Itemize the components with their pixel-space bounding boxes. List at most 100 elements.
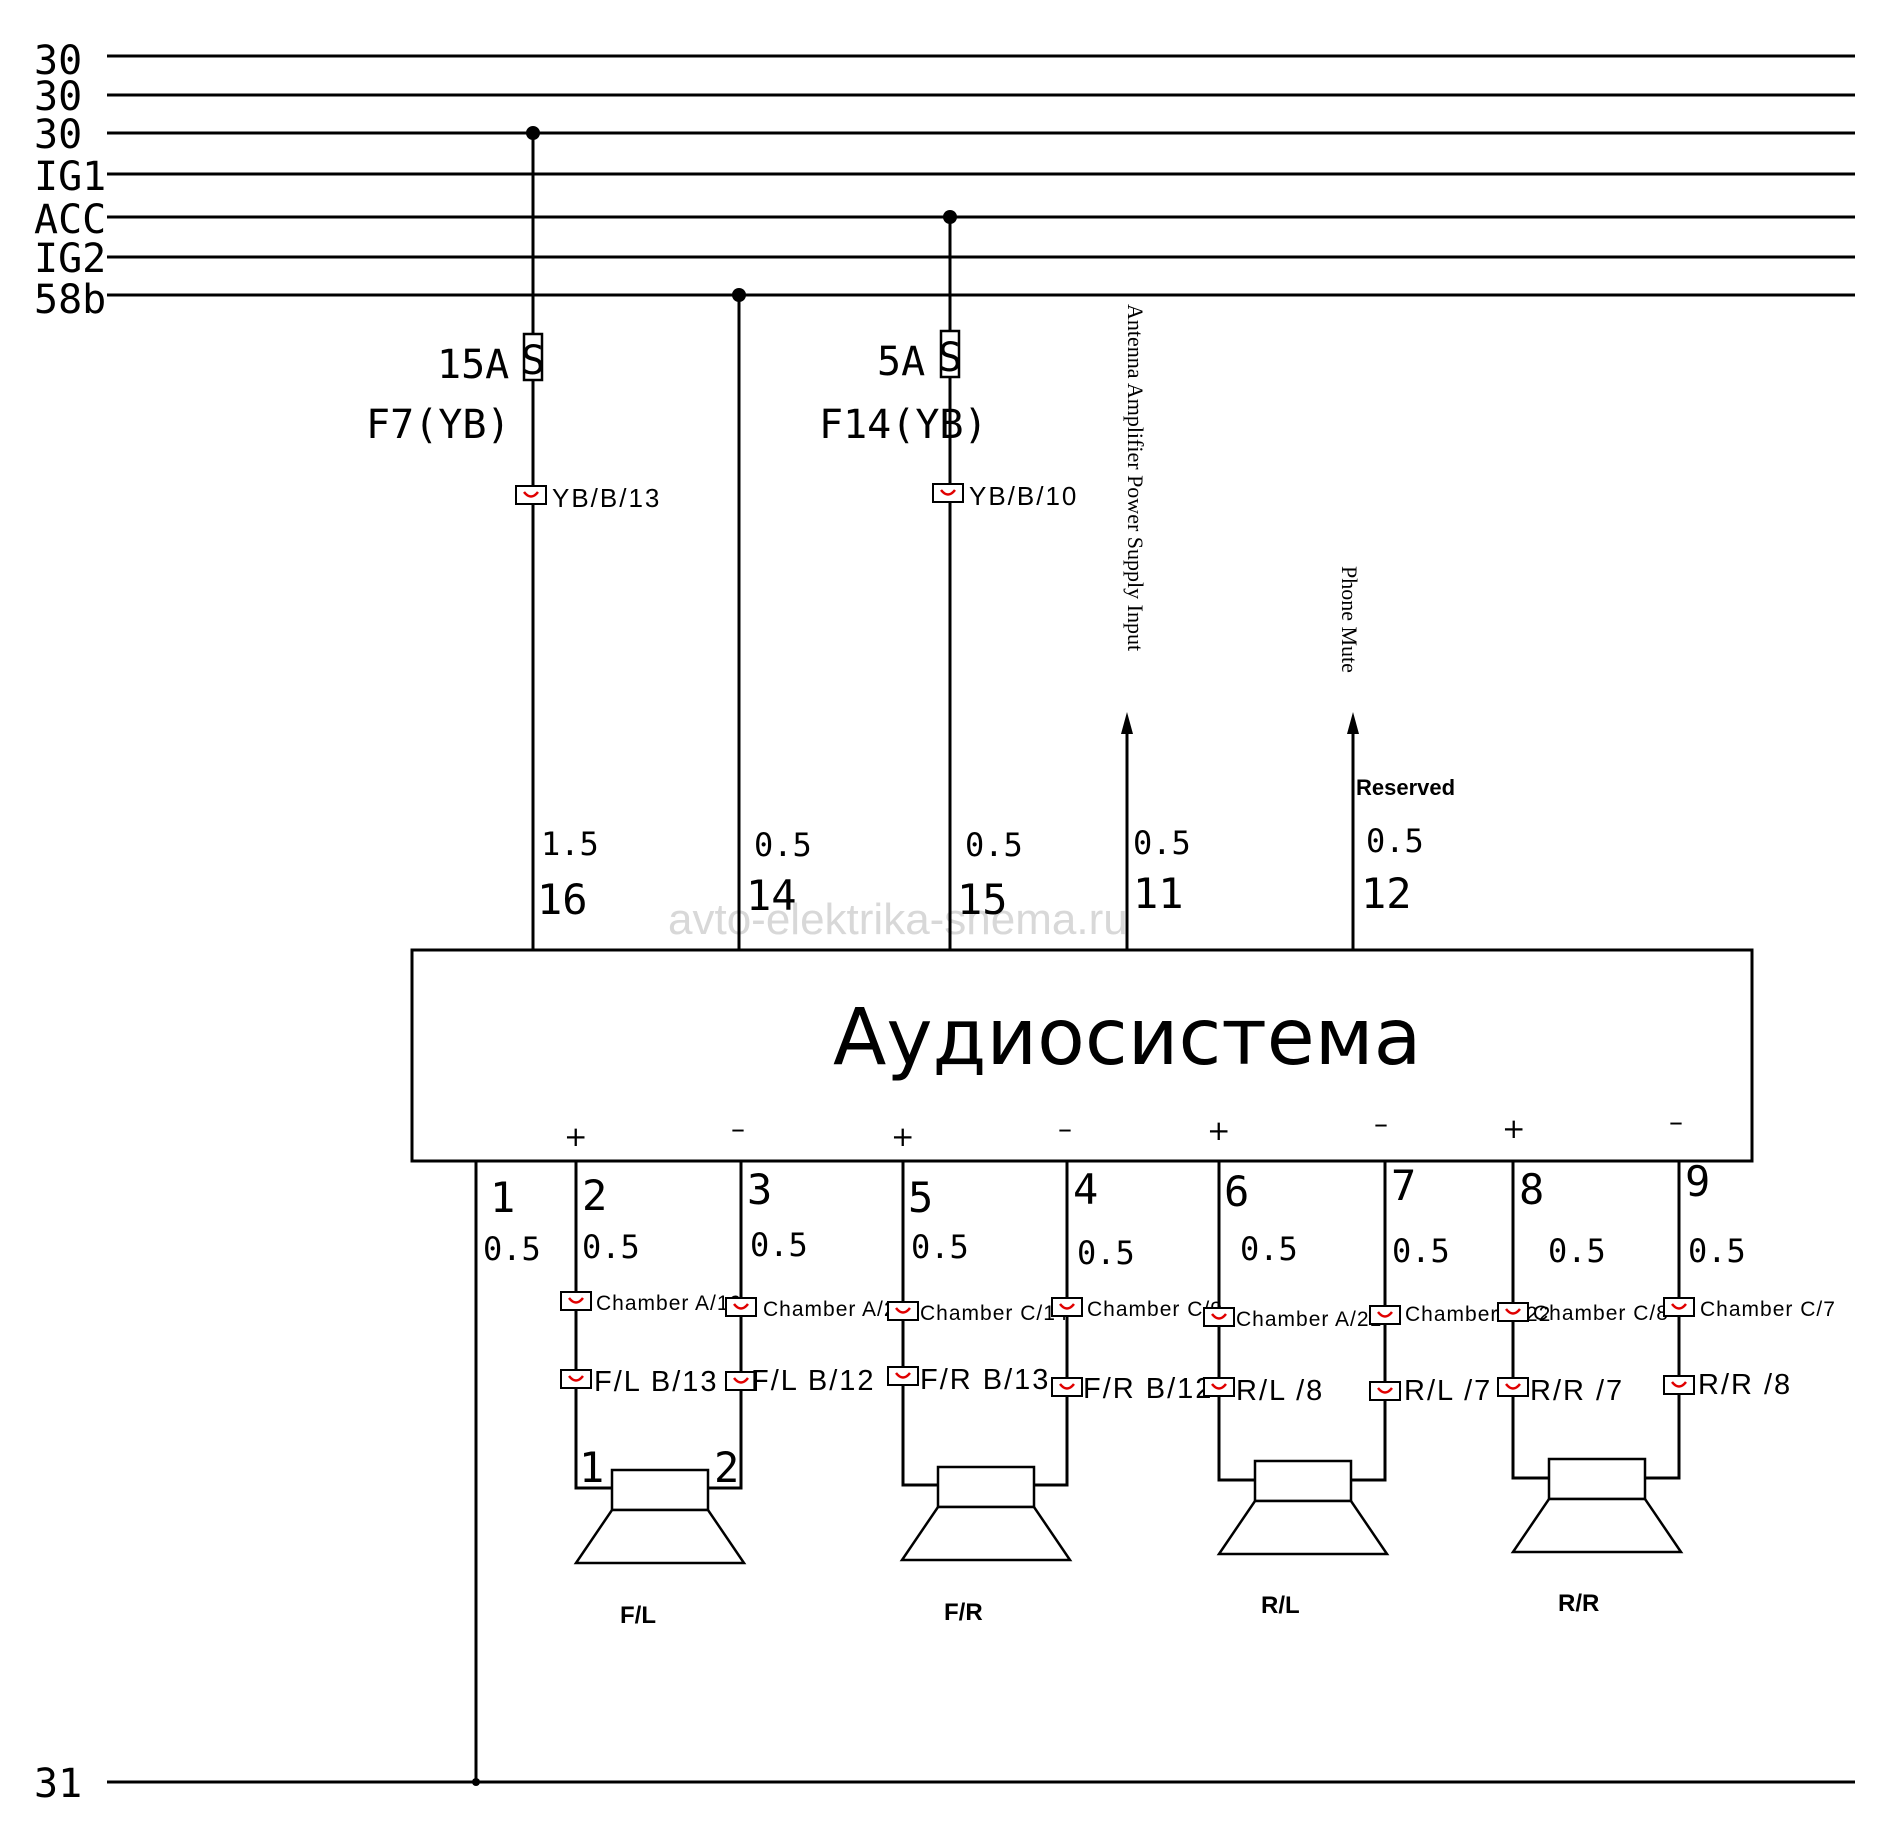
- chamber-label: Chamber C/9: [1087, 1298, 1223, 1321]
- chamber-label: Chamber C/7: [1700, 1298, 1836, 1321]
- speaker-label: F/L: [620, 1602, 656, 1629]
- connector-icon: [887, 1301, 919, 1321]
- speaker-icon: [1253, 1459, 1353, 1503]
- terminal-mark-icon: [1211, 1383, 1227, 1390]
- junction-dots: [472, 126, 957, 1786]
- wire-size-pin16: 1.5: [541, 825, 599, 863]
- connector-icon: [887, 1366, 919, 1386]
- antenna-supply-label: Antenna Amplifier Power Supply Input: [1123, 304, 1148, 651]
- bottom-pin-labels: 1 0.5 2 0.5 3 0.5 5 0.5 4 0.5 6 0.5 7 0.…: [483, 1157, 1746, 1272]
- connector-icon: [725, 1371, 757, 1391]
- connector-icon: [1663, 1375, 1695, 1395]
- pin-number-5: 5: [908, 1173, 933, 1222]
- connector-icon: [1497, 1377, 1529, 1397]
- pin-number-2: 2: [582, 1171, 607, 1220]
- pin-number-15: 15: [957, 875, 1008, 924]
- junction-dot-acc: [943, 210, 957, 224]
- speaker-label: F/R: [944, 1599, 983, 1626]
- speaker-icon: [1547, 1457, 1647, 1501]
- terminal-mark-icon: [1211, 1313, 1227, 1320]
- fuse-rating: 15A: [437, 342, 509, 388]
- bus-label-30-a: 30: [34, 38, 82, 84]
- pin-number-7: 7: [1391, 1161, 1416, 1210]
- wire-size-pin6: 0.5: [1240, 1230, 1298, 1268]
- polarity-minus-fr: –: [1058, 1112, 1072, 1145]
- top-wires: [531, 133, 1355, 950]
- terminal-mark-icon: [1059, 1303, 1075, 1310]
- speaker-icon: [936, 1465, 1036, 1509]
- pin-number-3: 3: [747, 1165, 772, 1214]
- fuse-name: F14(YB): [819, 402, 988, 448]
- speaker-rl: R/L: [1216, 1459, 1390, 1619]
- pin-number-6: 6: [1224, 1167, 1249, 1216]
- chamber-label: Chamber C/8: [1533, 1302, 1669, 1325]
- polarity-plus-fr: +: [891, 1120, 914, 1153]
- junction-dot-58b: [732, 288, 746, 302]
- pin-number-12: 12: [1361, 869, 1412, 918]
- bus-label-31: 31: [34, 1761, 82, 1807]
- wire-size-pin4: 0.5: [1077, 1234, 1135, 1272]
- terminal-mark-icon: [940, 489, 956, 496]
- speaker-cone-icon: [573, 1508, 747, 1565]
- bottom-wires: [474, 1161, 1681, 1782]
- fuse-name: F7(YB): [366, 402, 511, 448]
- polarity-minus-rl: –: [1374, 1107, 1388, 1140]
- terminal-mark-icon: [733, 1303, 749, 1310]
- terminal-mark-icon: [523, 491, 539, 498]
- arrow-up-icon: [1347, 712, 1359, 734]
- terminal-label: R/L /7: [1404, 1375, 1492, 1407]
- connector-label: YB/B/10: [969, 481, 1078, 511]
- wire-size-pin7: 0.5: [1392, 1232, 1450, 1270]
- wire-fl-loop: [574, 1161, 612, 1490]
- bus-label-30-c: 30: [34, 112, 82, 158]
- terminal-label: R/R /7: [1530, 1375, 1624, 1407]
- speaker-cone-icon: [1510, 1497, 1684, 1554]
- chamber-label: Chamber A/19: [596, 1292, 742, 1315]
- connector-icon: [1497, 1302, 1529, 1322]
- terminal-label: F/L B/13: [594, 1366, 719, 1398]
- terminal-mark-icon: [733, 1377, 749, 1384]
- terminal-label: R/R /8: [1698, 1369, 1792, 1401]
- bus-labels: 30 30 30 IG1 ACC IG2 58b 31: [34, 38, 106, 1807]
- bus-label-ig2: IG2: [34, 236, 106, 282]
- connector-icon: [1369, 1305, 1401, 1325]
- pin-number-16: 16: [537, 875, 588, 924]
- phone-mute-label: Phone Mute: [1337, 566, 1362, 673]
- wire-size-pin12: 0.5: [1366, 822, 1424, 860]
- polarity-plus-fl: +: [564, 1120, 587, 1153]
- polarity-minus-fl: –: [731, 1112, 745, 1145]
- connector-icon: [1051, 1297, 1083, 1317]
- wire-rl-loop: [1351, 1161, 1387, 1482]
- speaker-rr: R/R: [1510, 1457, 1684, 1617]
- terminal-label: F/R B/13: [920, 1364, 1050, 1396]
- speaker-terminal-1: 1: [579, 1443, 604, 1492]
- wire-rr-loop: [1645, 1161, 1681, 1480]
- wire-size-pin2: 0.5: [582, 1228, 640, 1266]
- wire-rr-loop: [1511, 1161, 1549, 1480]
- fuse-icon: [939, 329, 961, 379]
- wire-fr-loop: [901, 1161, 938, 1487]
- polarity-minus-rr: –: [1669, 1105, 1683, 1138]
- terminal-mark-icon: [895, 1307, 911, 1314]
- speaker-cone-icon: [899, 1505, 1073, 1562]
- audio-unit: Аудиосистема + – + – + – + –: [410, 948, 1754, 1163]
- connector-icon: [560, 1369, 592, 1389]
- pin-number-4: 4: [1073, 1165, 1098, 1214]
- terminal-mark-icon: [1505, 1308, 1521, 1315]
- terminal-mark-icon: [568, 1375, 584, 1382]
- connector-icon: [1369, 1381, 1401, 1401]
- connector-icon: [1203, 1377, 1235, 1397]
- wire-size-pin8: 0.5: [1548, 1232, 1606, 1270]
- audio-unit-box: [410, 948, 1754, 1163]
- junction-dot-30: [526, 126, 540, 140]
- power-buses: [107, 54, 1855, 1784]
- bus-label-30-b: 30: [34, 74, 82, 120]
- connector-icon: [1663, 1297, 1695, 1317]
- speaker-label: R/R: [1558, 1590, 1599, 1617]
- terminal-mark-icon: [1671, 1381, 1687, 1388]
- pin-number-11: 11: [1133, 869, 1184, 918]
- terminal-mark-icon: [1671, 1303, 1687, 1310]
- connector-icon: [725, 1297, 757, 1317]
- audio-unit-title: Аудиосистема: [833, 993, 1421, 1083]
